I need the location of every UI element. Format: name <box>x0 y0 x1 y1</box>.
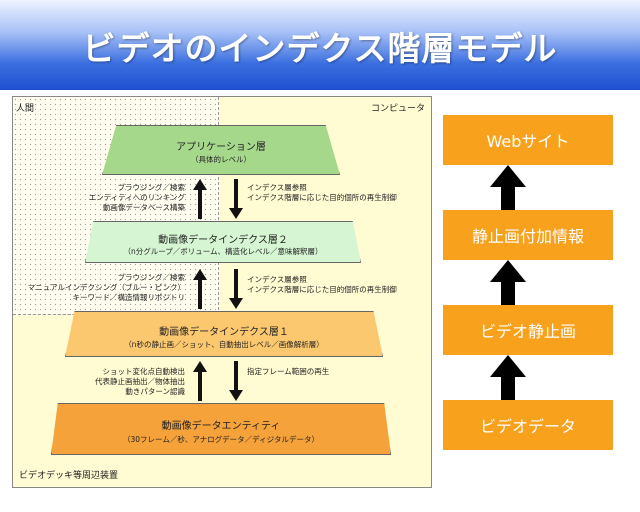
application-layer-name: アプリケーション層 <box>176 142 266 153</box>
application-layer: アプリケーション層 （具体的レベル） <box>102 125 340 175</box>
index-layer-1-detail: （n秒の静止画／ショット、自動抽出レベル／画像解析層） <box>124 340 324 349</box>
note-line: 代表静止画抽出／物体抽出 <box>95 377 185 386</box>
index-layer-2-detail: （n分グループ／ボリューム、構造化レベル／意味解釈層） <box>123 247 323 256</box>
index-layer-1-name: 動画像データインデクス層１ <box>159 327 289 338</box>
notes-right-3: 指定フレーム範囲の再生 <box>247 367 431 377</box>
note-line: インデクス階層に応じた目的個所の再生制御 <box>247 285 397 294</box>
arrow-up-icon <box>490 165 526 210</box>
arrow-up-icon <box>193 269 207 309</box>
note-line: 動きパターン認識 <box>125 387 185 396</box>
note-line: マニュアルインデクシング（ブルー・ピンク） <box>27 283 185 292</box>
note-line: 指定フレーム範囲の再生 <box>247 367 330 376</box>
notes-left-2: ブラウジング／検索 マニュアルインデクシング（ブルー・ピンク） キーワード／構造… <box>15 273 185 303</box>
index-layer-2-name: 動画像データインデクス層２ <box>158 235 288 246</box>
notes-right-2: インデクス層参照 インデクス階層に応じた目的個所の再生制御 <box>247 275 431 295</box>
arrow-down-icon <box>229 269 243 309</box>
flow-box-still-info: 静止画付加情報 <box>443 210 613 260</box>
arrow-down-icon <box>229 179 243 219</box>
index-layer-1: 動画像データインデクス層１ （n秒の静止画／ショット、自動抽出レベル／画像解析層… <box>65 311 383 357</box>
note-line: キーワード／構造情報リポジトリ <box>72 293 186 302</box>
index-layer-2: 動画像データインデクス層２ （n分グループ／ボリューム、構造化レベル／意味解釈層… <box>85 221 361 263</box>
device-zone-label: ビデオデッキ等周辺装置 <box>19 471 119 481</box>
computer-zone-label: コンピュータ <box>370 104 425 114</box>
human-zone-label: 人間 <box>16 104 35 114</box>
note-line: インデクス階層に応じた目的個所の再生制御 <box>247 193 397 202</box>
note-line: 動画像データベース構築 <box>102 203 185 212</box>
note-line: ブラウジング／検索 <box>117 273 186 282</box>
application-layer-detail: （具体的レベル） <box>191 155 251 164</box>
index-hierarchy-diagram: 人間 コンピュータ ビデオデッキ等周辺装置 アプリケーション層 （具体的レベル）… <box>12 96 432 488</box>
arrow-up-icon <box>490 260 526 305</box>
arrow-up-icon <box>490 355 526 400</box>
note-line: インデクス層参照 <box>247 183 307 192</box>
arrow-down-icon <box>229 361 243 401</box>
notes-right-1: インデクス層参照 インデクス階層に応じた目的個所の再生制御 <box>247 183 431 203</box>
title-bar: ビデオのインデクス階層モデル <box>0 0 640 90</box>
flow-box-video-data: ビデオデータ <box>443 400 613 450</box>
note-line: ショット変化点自動検出 <box>102 367 186 376</box>
note-line: インデクス層参照 <box>247 275 307 284</box>
arrow-up-icon <box>193 179 207 219</box>
entity-layer-detail: （30フレーム／秒、アナログデータ／ディジタルデータ） <box>123 435 319 444</box>
note-line: エンティティへのリンキング <box>88 193 185 202</box>
notes-left-1: ブラウジング／検索 エンティティへのリンキング 動画像データベース構築 <box>53 183 185 213</box>
page-title: ビデオのインデクス階層モデル <box>82 29 558 68</box>
arrow-up-icon <box>193 361 207 401</box>
entity-layer-name: 動画像データエンティティ <box>161 421 281 432</box>
entity-layer: 動画像データエンティティ （30フレーム／秒、アナログデータ／ディジタルデータ） <box>51 403 391 455</box>
flow-box-website: Webサイト <box>443 115 613 165</box>
notes-left-3: ショット変化点自動検出 代表静止画抽出／物体抽出 動きパターン認識 <box>53 367 185 397</box>
flow-box-video-still: ビデオ静止画 <box>443 305 613 355</box>
note-line: ブラウジング／検索 <box>117 183 186 192</box>
